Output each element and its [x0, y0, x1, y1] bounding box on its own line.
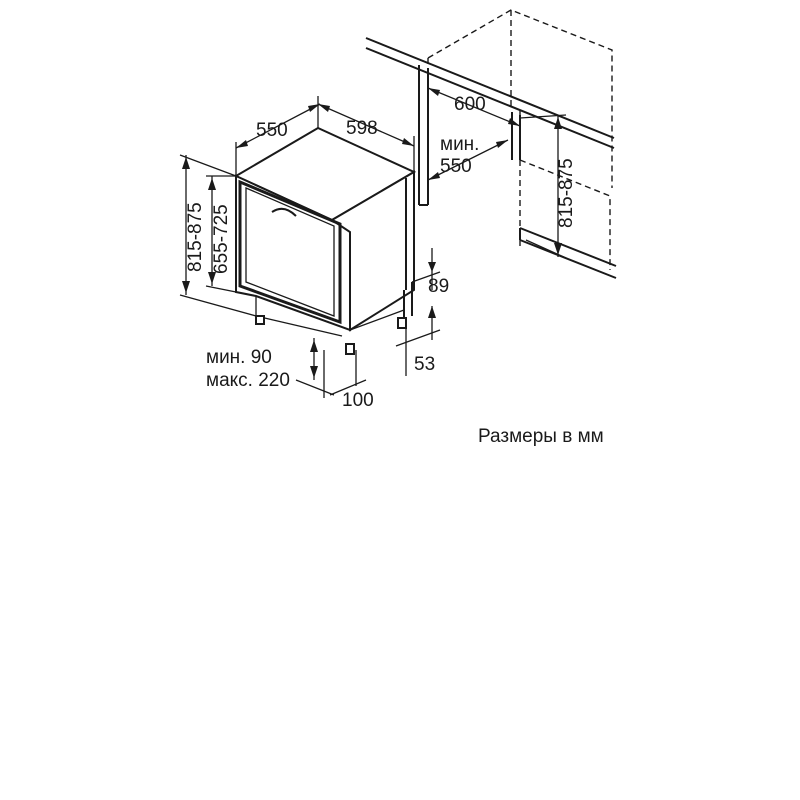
cabinet-niche: [365, 9, 617, 279]
niche-depth-label: 550: [440, 156, 472, 177]
plinth-min-label: мин. 90: [206, 347, 272, 368]
plinth-max-label: макс. 220: [206, 370, 290, 391]
door-height-label: 655-725: [211, 204, 232, 274]
width-label: 598: [346, 118, 378, 139]
foot-depth-label: 100: [342, 390, 374, 411]
dishwasher-feet: [255, 282, 413, 355]
dimension-labels: 550 598 600 мин. 550 815-875 655-725 815…: [185, 94, 577, 411]
foot-offset-label: 53: [414, 354, 435, 375]
dishwasher-body: [233, 126, 417, 337]
left-height-label: 815-875: [185, 202, 206, 272]
niche-width-label: 600: [454, 94, 486, 115]
depth-label: 550: [256, 120, 288, 141]
niche-depth-prefix-label: мин.: [440, 134, 479, 155]
right-height-label: 815-875: [556, 158, 577, 228]
units-caption: Размеры в мм: [478, 426, 604, 447]
foot-height-label: 89: [428, 276, 449, 297]
dimension-lines: [179, 87, 567, 398]
